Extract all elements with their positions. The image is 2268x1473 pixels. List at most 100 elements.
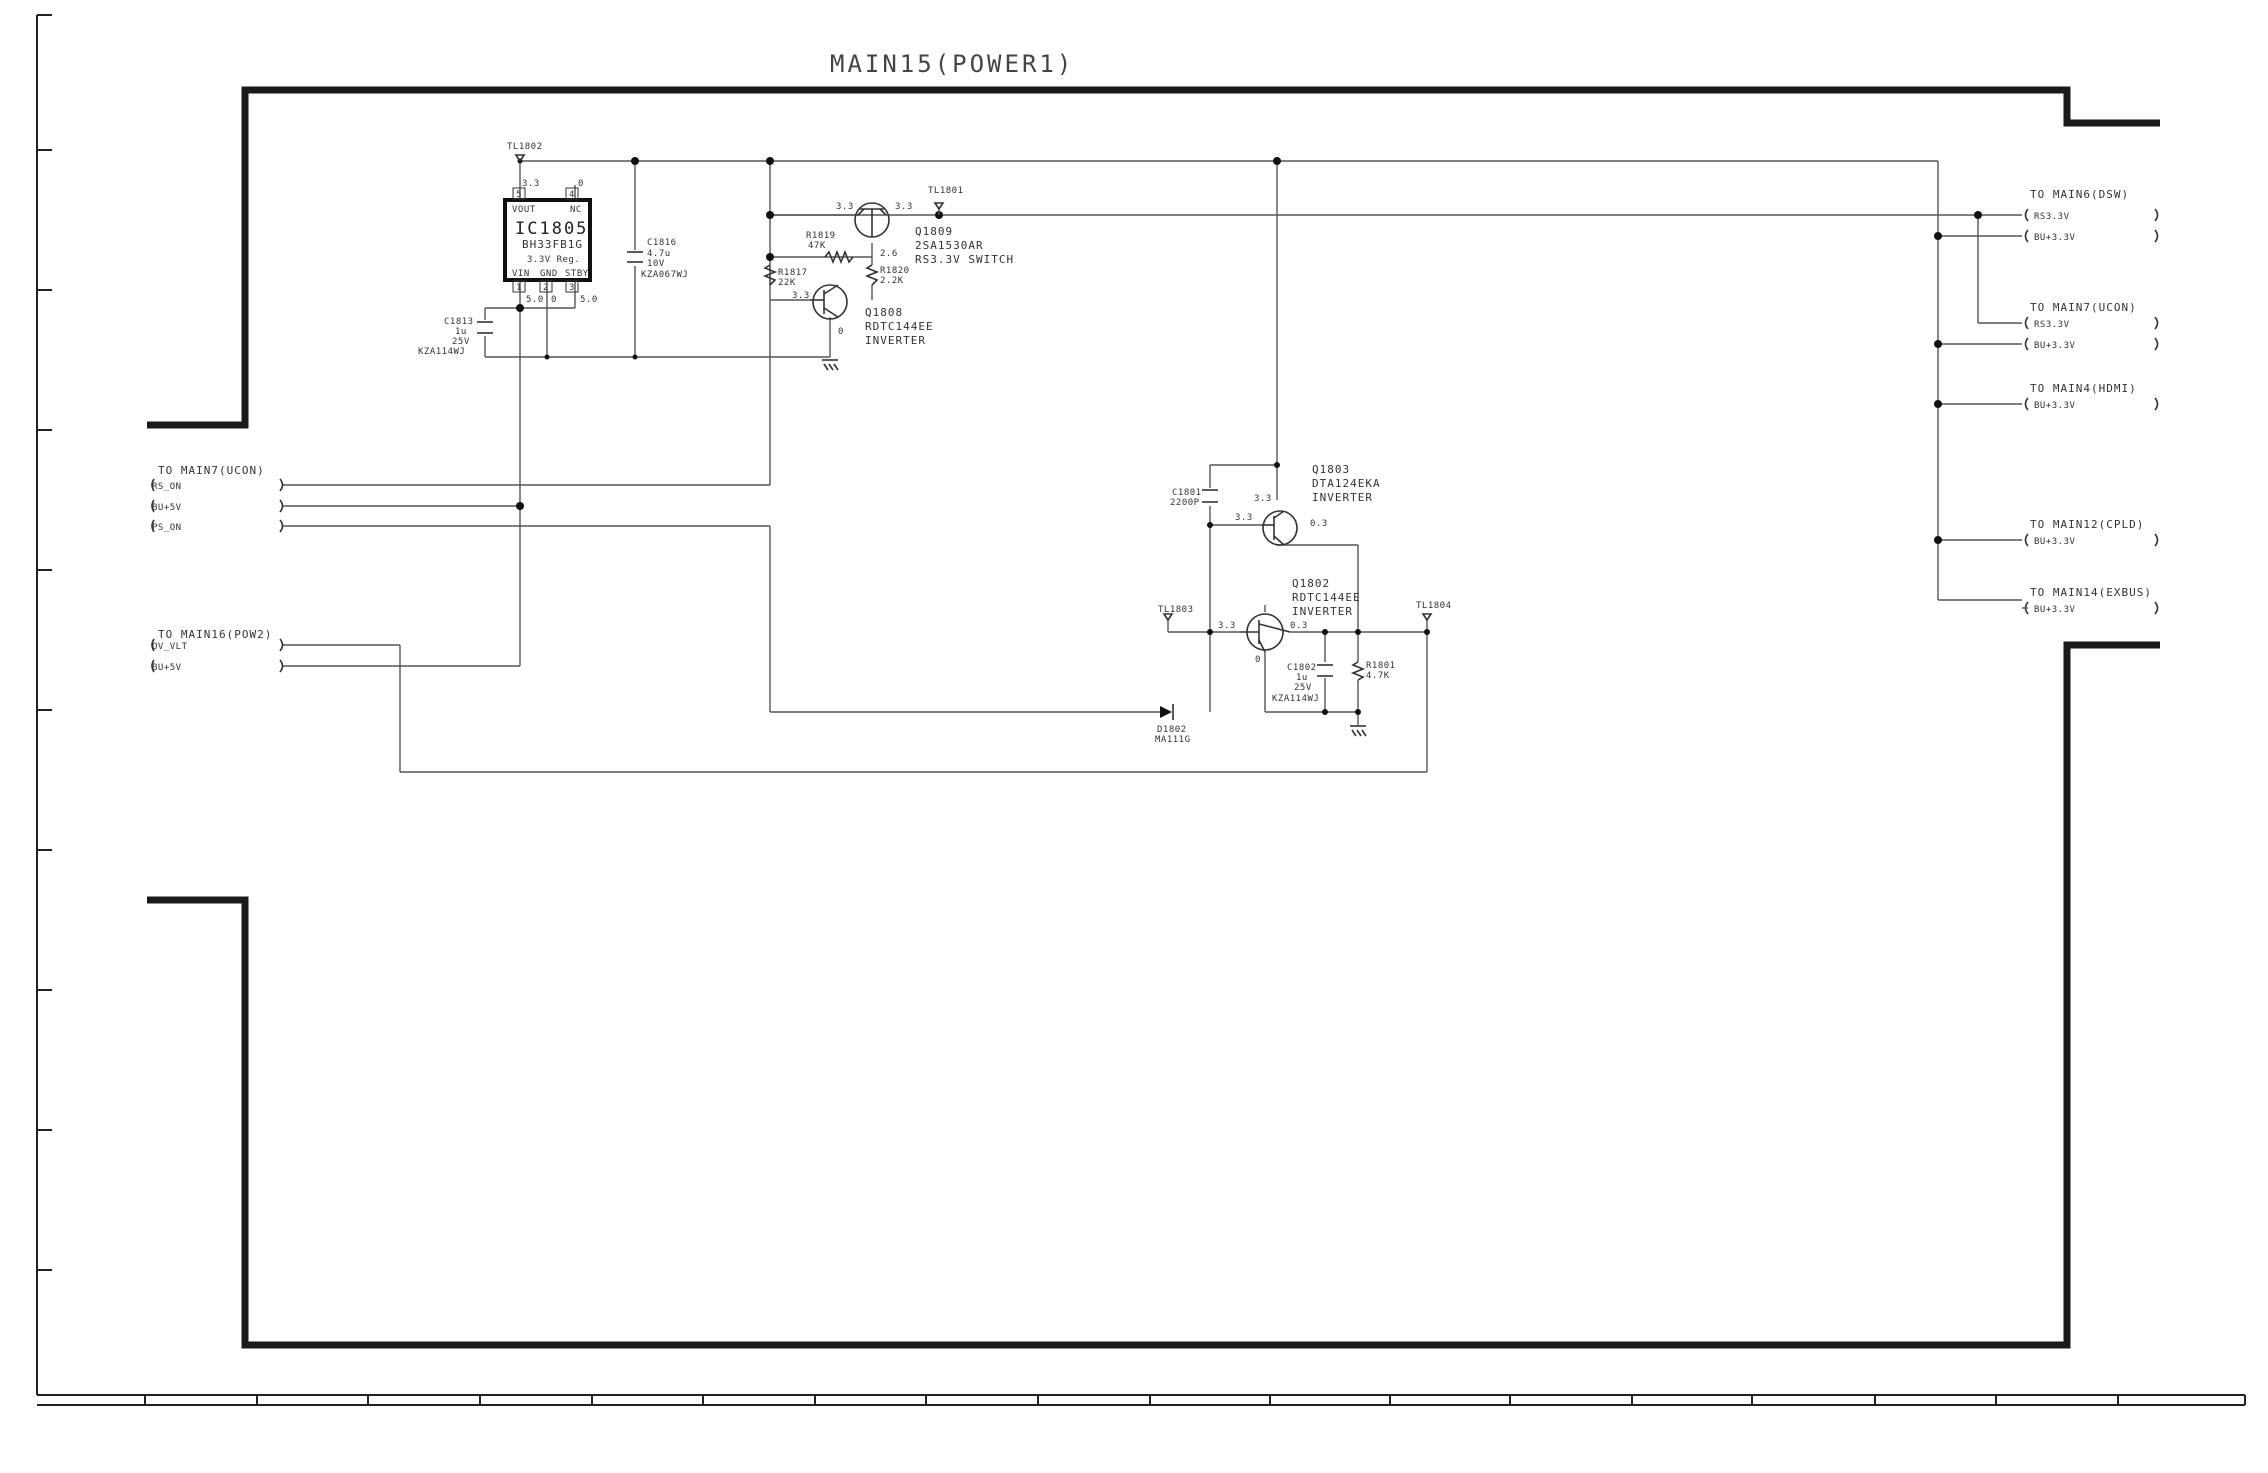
svg-text:KZA114WJ: KZA114WJ — [418, 347, 465, 357]
transistor-q1808: 3.3 0 Q1808 RDTC144EE INVERTER — [792, 284, 934, 371]
svg-text:3.3: 3.3 — [792, 291, 810, 301]
ic-pin-5: 5 — [516, 190, 522, 200]
left-connector-main16: TO MAIN16(POW2) OV_VLT BU+5V — [151, 628, 284, 673]
svg-text:R1817: R1817 — [778, 268, 808, 278]
ic-desc: 3.3V Reg. — [527, 255, 580, 265]
ic-vin-voltage: 5.0 — [526, 295, 544, 305]
svg-text:TO MAIN16(POW2): TO MAIN16(POW2) — [158, 628, 272, 641]
svg-text:4.7u: 4.7u — [647, 249, 671, 259]
svg-text:10V: 10V — [647, 259, 665, 269]
svg-text:2.2K: 2.2K — [880, 276, 904, 286]
svg-text:RS3.3V: RS3.3V — [2034, 212, 2070, 222]
testpoint-tl1801: TL1801 — [928, 186, 964, 196]
svg-text:TO MAIN4(HDMI): TO MAIN4(HDMI) — [2030, 382, 2137, 395]
svg-text:TO MAIN12(CPLD): TO MAIN12(CPLD) — [2030, 518, 2144, 531]
right-connector-main6: TO MAIN6(DSW) RS3.3V BU+3.3V — [2024, 188, 2159, 243]
ic-pin-label-stby: STBY — [565, 269, 589, 279]
svg-text:47K: 47K — [808, 241, 826, 251]
ic-pin-label-vin: VIN — [512, 269, 530, 279]
svg-text:2.6: 2.6 — [880, 249, 898, 259]
left-connector-main7: TO MAIN7(UCON) RS_ON BU+5V PS_ON — [151, 464, 284, 533]
resistor-r1817: R1817 22K — [762, 264, 808, 288]
svg-text:TO MAIN6(DSW): TO MAIN6(DSW) — [2030, 188, 2129, 201]
transistor-q1809: 3.3 3.3 2.6 Q1809 2SA1530AR RS3.3V SWITC… — [836, 202, 1014, 266]
ic-stby-voltage: 5.0 — [580, 295, 598, 305]
svg-text:C1816: C1816 — [647, 238, 677, 248]
svg-text:BU+3.3V: BU+3.3V — [2034, 605, 2076, 615]
ic-vout-voltage: 3.3 — [522, 179, 540, 189]
ic-nc-voltage: 0 — [578, 179, 584, 189]
svg-text:R1819: R1819 — [806, 231, 836, 241]
svg-text:R1801: R1801 — [1366, 661, 1396, 671]
capacitor-c1801: C1801 2200P — [1170, 488, 1218, 508]
svg-text:TO MAIN14(EXBUS): TO MAIN14(EXBUS) — [2030, 586, 2152, 599]
svg-text:PS_ON: PS_ON — [152, 523, 182, 533]
svg-text:RS3.3V SWITCH: RS3.3V SWITCH — [915, 253, 1014, 266]
transistor-q1803: 3.3 3.3 0.3 Q1803 DTA124EKA INVERTER — [1235, 463, 1380, 546]
svg-text:Q1803: Q1803 — [1312, 463, 1350, 476]
svg-text:INVERTER: INVERTER — [865, 334, 926, 347]
svg-text:TO MAIN7(UCON): TO MAIN7(UCON) — [2030, 301, 2137, 314]
svg-text:Q1808: Q1808 — [865, 306, 903, 319]
testpoint-tl1803: TL1803 — [1158, 605, 1194, 615]
resistor-r1801: R1801 4.7K — [1350, 661, 1396, 681]
svg-text:BU+3.3V: BU+3.3V — [2034, 341, 2076, 351]
ic-pin-3: 3 — [569, 283, 575, 293]
svg-text:3.3: 3.3 — [1254, 494, 1272, 504]
svg-text:TO MAIN7(UCON): TO MAIN7(UCON) — [158, 464, 265, 477]
svg-text:BU+5V: BU+5V — [152, 663, 182, 673]
svg-text:1u: 1u — [455, 327, 467, 337]
svg-text:C1801: C1801 — [1172, 488, 1202, 498]
capacitor-c1813: C1813 1u 25V KZA114WJ — [418, 317, 493, 357]
ic-gnd-voltage: 0 — [551, 295, 557, 305]
svg-text:RDTC144EE: RDTC144EE — [1292, 591, 1361, 604]
resistors: R1819 47K R1817 22K R1820 2.2K R1801 4.7… — [762, 231, 1396, 681]
svg-text:KZA067WJ: KZA067WJ — [641, 270, 688, 280]
ic-part: BH33FB1G — [522, 238, 583, 251]
svg-text:0: 0 — [838, 327, 844, 337]
testpoint-tl1802: TL1802 — [507, 142, 543, 152]
board-outline — [147, 86, 2160, 1349]
svg-text:BU+3.3V: BU+3.3V — [2034, 233, 2076, 243]
right-connector-main4: TO MAIN4(HDMI) BU+3.3V — [2024, 382, 2159, 411]
svg-text:BU+3.3V: BU+3.3V — [2034, 537, 2076, 547]
svg-text:R1820: R1820 — [880, 266, 910, 276]
testpoints: TL1802 TL1801 TL1803 TL1804 — [507, 142, 1452, 622]
right-connector-main12: TO MAIN12(CPLD) BU+3.3V — [2024, 518, 2159, 547]
sheet-frame — [36, 14, 2246, 1406]
junction-dots — [516, 157, 1982, 715]
svg-text:3.3: 3.3 — [1218, 621, 1236, 631]
ic-pin-4: 4 — [569, 190, 575, 200]
resistor-r1819: R1819 47K — [806, 231, 854, 265]
ground-symbol — [1350, 725, 1367, 737]
svg-text:0.3: 0.3 — [1310, 519, 1328, 529]
svg-text:1u: 1u — [1296, 673, 1308, 683]
capacitor-c1802: C1802 1u 25V KZA114WJ — [1272, 663, 1333, 704]
ic-ref: IC1805 — [515, 219, 588, 239]
svg-text:C1802: C1802 — [1287, 663, 1317, 673]
svg-text:Q1802: Q1802 — [1292, 577, 1330, 590]
right-connector-main14: TO MAIN14(EXBUS) BU+3.3V — [2022, 586, 2159, 615]
ic-pin-label-vout: VOUT — [512, 205, 536, 215]
ruler-bottom-ticks — [144, 1395, 2119, 1405]
ic1805-regulator: 5 4 1 2 3 VOUT NC IC1805 BH33FB1G 3.3V R… — [503, 179, 598, 305]
svg-text:INVERTER: INVERTER — [1292, 605, 1353, 618]
svg-text:0: 0 — [1255, 655, 1261, 665]
resistor-r1820: R1820 2.2K — [864, 264, 910, 286]
svg-text:2SA1530AR: 2SA1530AR — [915, 239, 984, 252]
transistor-q1802: 3.3 0.3 0 Q1802 RDTC144EE INVERTER — [1218, 577, 1361, 665]
svg-text:C1813: C1813 — [444, 317, 474, 327]
ic-pin-label-nc: NC — [570, 205, 582, 215]
diode-d1802: D1802 MA111G — [1155, 704, 1190, 745]
capacitor-c1816: C1816 4.7u 10V KZA067WJ — [627, 238, 688, 280]
svg-text:3.3: 3.3 — [895, 202, 913, 212]
svg-text:RDTC144EE: RDTC144EE — [865, 320, 934, 333]
ic-pin-label-gnd: GND — [540, 269, 558, 279]
svg-text:2200P: 2200P — [1170, 498, 1200, 508]
testpoint-tl1804: TL1804 — [1416, 601, 1452, 611]
svg-text:25V: 25V — [1294, 683, 1312, 693]
svg-text:BU+3.3V: BU+3.3V — [2034, 401, 2076, 411]
capacitors: C1816 4.7u 10V KZA067WJ C1813 1u 25V KZA… — [418, 238, 1333, 704]
svg-text:3.3: 3.3 — [1235, 513, 1253, 523]
svg-text:D1802: D1802 — [1157, 725, 1187, 735]
